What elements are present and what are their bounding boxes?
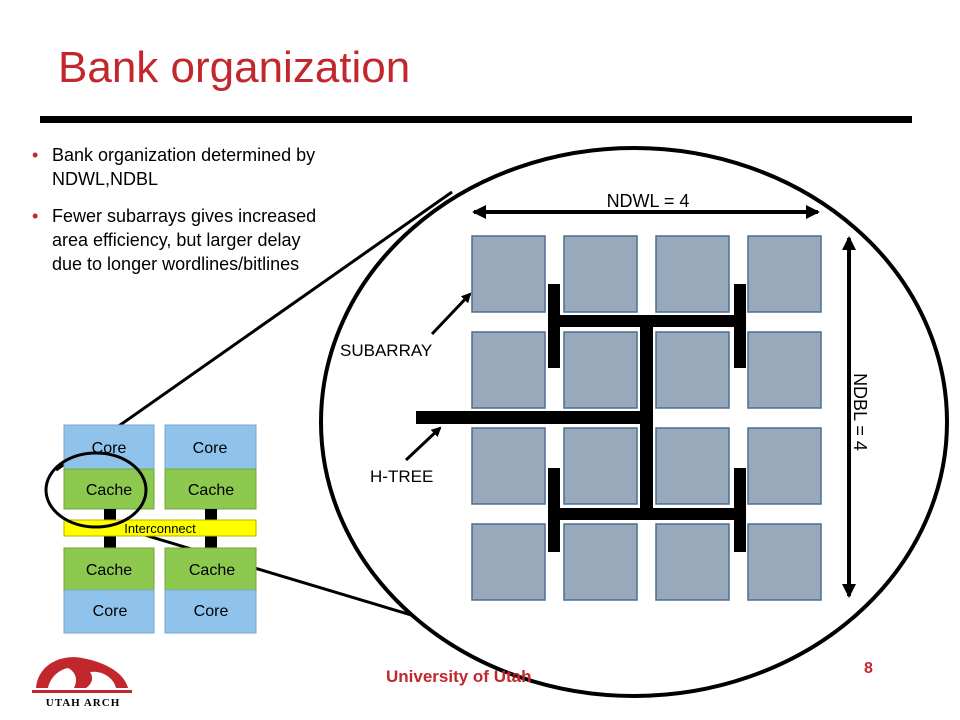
core-block: [164, 589, 257, 634]
arch-icon: UTAH ARCH: [32, 657, 132, 709]
subarray: [655, 235, 730, 313]
ndbl-label: NDBL = 4: [850, 373, 870, 451]
subarray-grid: [471, 235, 822, 601]
footer-university: University of Utah: [386, 667, 532, 686]
subarray: [471, 235, 546, 313]
cache-label: Cache: [189, 562, 235, 579]
bullet-dot-icon: •: [32, 206, 39, 226]
bullet-text: Fewer subarrays gives increased area eff…: [52, 206, 317, 274]
bullet-list: • Bank organization determined by NDWL,ND…: [30, 143, 330, 289]
core-label: Core: [193, 440, 228, 457]
subarray: [655, 523, 730, 601]
cache-label: Cache: [188, 482, 234, 499]
subarray: [563, 523, 638, 601]
cache-label: Cache: [86, 562, 132, 579]
cache-block: [164, 547, 257, 591]
interconnect-label: Interconnect: [124, 521, 196, 536]
cache-highlight-ellipse: [44, 451, 148, 529]
logo-text: UTAH ARCH: [46, 697, 121, 709]
subarray: [563, 427, 638, 505]
chip-diagram: Core Core Cache Cache Interconnect Cache…: [44, 424, 257, 634]
page-number: 8: [864, 660, 873, 677]
htree-pointer-arrow: [404, 426, 442, 462]
core-label: Core: [93, 603, 128, 620]
subarray: [471, 523, 546, 601]
zoom-line-top: [55, 190, 453, 472]
subarray: [655, 331, 730, 409]
bullet-item: • Bank organization determined by NDWL,ND…: [30, 143, 330, 191]
title-underline: [40, 116, 912, 123]
subarray: [563, 331, 638, 409]
core-label: Core: [194, 603, 229, 620]
bullet-dot-icon: •: [32, 145, 39, 165]
subarray: [471, 427, 546, 505]
subarray-label: SUBARRAY: [340, 341, 432, 360]
subarray: [747, 235, 822, 313]
subarray: [747, 427, 822, 505]
subarray-pointer-arrow: [430, 292, 472, 336]
core-block: [63, 589, 155, 634]
cache-block: [164, 468, 257, 510]
subarray: [563, 235, 638, 313]
subarray: [655, 427, 730, 505]
subarray: [747, 523, 822, 601]
bullet-item: • Fewer subarrays gives increased area ef…: [30, 204, 330, 276]
subarray: [747, 331, 822, 409]
cache-block: [63, 468, 155, 510]
utah-arch-logo: UTAH ARCH: [28, 650, 138, 715]
slide-title: Bank organization: [58, 43, 411, 92]
cache-label: Cache: [86, 482, 132, 499]
subarray: [471, 331, 546, 409]
core-block: [164, 424, 257, 470]
ndwl-label: NDWL = 4: [607, 191, 690, 211]
h-tree: [416, 284, 746, 552]
htree-label: H-TREE: [370, 467, 433, 486]
bullet-text: Bank organization determined by NDWL,NDB…: [52, 145, 316, 189]
